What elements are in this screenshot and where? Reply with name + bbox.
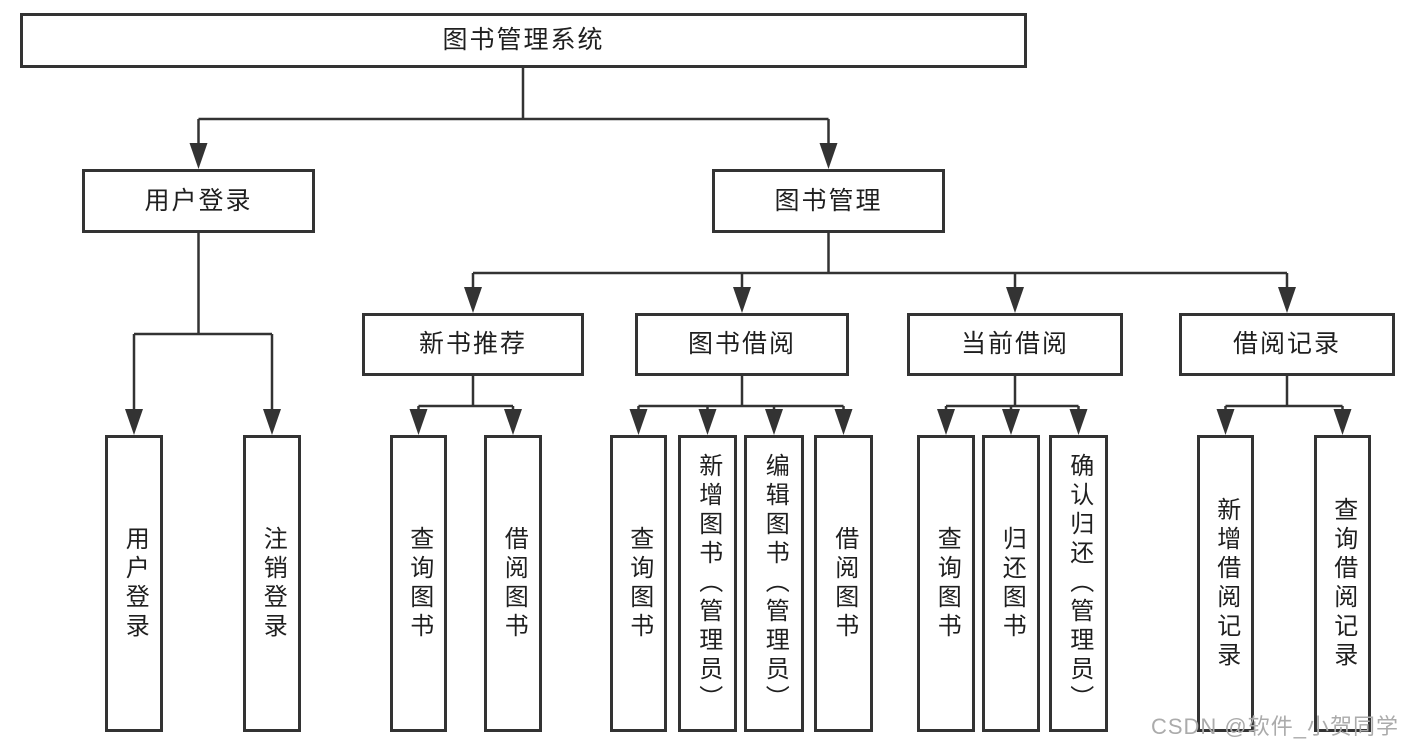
leaf-query-books-current: 查询图书 bbox=[917, 435, 975, 732]
arrowhead bbox=[819, 143, 838, 169]
arrowhead bbox=[937, 409, 955, 435]
branch-root bbox=[197, 68, 830, 152]
arrowhead bbox=[504, 409, 522, 435]
branch-borrowing-records bbox=[1224, 376, 1344, 420]
node-borrowing-records: 借阅记录 bbox=[1179, 313, 1395, 376]
branch-current-borrowing bbox=[944, 376, 1080, 420]
branch-new-book-recommendation bbox=[417, 376, 515, 420]
node-label: 用户登录 bbox=[144, 186, 253, 215]
leaf-borrow-books-borrowing: 借阅图书 bbox=[814, 435, 873, 732]
node-label: 新增图书（管理员） bbox=[694, 453, 722, 714]
node-label: 新书推荐 bbox=[418, 330, 527, 358]
leaf-query-books-recommend: 查询图书 bbox=[390, 435, 447, 732]
arrowhead bbox=[1006, 287, 1024, 313]
node-label: 用户登录 bbox=[121, 525, 149, 642]
node-label: 图书借阅 bbox=[687, 330, 796, 358]
node-label: 新增借阅记录 bbox=[1212, 496, 1240, 671]
node-label: 查询借阅记录 bbox=[1329, 496, 1357, 671]
arrowhead bbox=[189, 143, 208, 169]
arrowhead bbox=[1069, 409, 1088, 435]
node-label: 借阅图书 bbox=[500, 525, 528, 642]
node-label: 编辑图书（管理员） bbox=[761, 453, 789, 714]
arrowhead bbox=[629, 409, 648, 435]
node-label: 借阅图书 bbox=[830, 525, 858, 642]
leaf-add-book-admin: 新增图书（管理员） bbox=[678, 435, 737, 732]
branch-book-management bbox=[471, 233, 1289, 296]
leaf-edit-book-admin: 编辑图书（管理员） bbox=[744, 435, 804, 732]
node-label: 图书管理 bbox=[774, 186, 883, 215]
arrowhead bbox=[1333, 409, 1352, 435]
branch-user-login bbox=[132, 233, 274, 416]
arrowhead bbox=[263, 409, 281, 435]
node-label: 借阅记录 bbox=[1232, 330, 1341, 358]
leaf-query-books-borrowing: 查询图书 bbox=[610, 435, 667, 732]
node-new-book-recommendation: 新书推荐 bbox=[362, 313, 584, 376]
branch-book-borrowing bbox=[637, 376, 845, 420]
node-book-management: 图书管理 bbox=[712, 169, 945, 233]
node-label: 注销登录 bbox=[259, 525, 287, 642]
node-label: 查询图书 bbox=[933, 525, 961, 642]
node-current-borrowing: 当前借阅 bbox=[907, 313, 1123, 376]
watermark: CSDN @软件_小贺同学 bbox=[1150, 714, 1399, 739]
leaf-return-books: 归还图书 bbox=[982, 435, 1040, 732]
node-label: 归还图书 bbox=[998, 525, 1026, 642]
node-user-login: 用户登录 bbox=[82, 169, 315, 233]
arrowhead bbox=[733, 287, 751, 313]
node-library-management-system: 图书管理系统 bbox=[20, 13, 1027, 68]
arrowhead bbox=[1216, 409, 1235, 435]
leaf-user-login: 用户登录 bbox=[105, 435, 163, 732]
leaf-logout: 注销登录 bbox=[243, 435, 301, 732]
node-label: 确认归还（管理员） bbox=[1065, 453, 1093, 714]
arrowhead bbox=[765, 409, 783, 435]
node-label: 图书管理系统 bbox=[442, 26, 605, 54]
node-book-borrowing: 图书借阅 bbox=[635, 313, 849, 376]
node-label: 查询图书 bbox=[625, 525, 653, 642]
arrowhead bbox=[1278, 287, 1296, 313]
arrowhead bbox=[409, 409, 428, 435]
node-label: 查询图书 bbox=[405, 525, 433, 642]
arrowhead bbox=[698, 409, 717, 435]
leaf-query-borrow-record: 查询借阅记录 bbox=[1314, 435, 1371, 732]
leaf-add-borrow-record: 新增借阅记录 bbox=[1197, 435, 1254, 732]
arrowhead bbox=[464, 287, 482, 313]
arrowhead bbox=[1002, 409, 1020, 435]
leaf-confirm-return-admin: 确认归还（管理员） bbox=[1049, 435, 1108, 732]
node-label: 当前借阅 bbox=[960, 330, 1069, 358]
arrowhead bbox=[834, 409, 853, 435]
arrowhead bbox=[125, 409, 143, 435]
leaf-borrow-books-recommend: 借阅图书 bbox=[484, 435, 542, 732]
